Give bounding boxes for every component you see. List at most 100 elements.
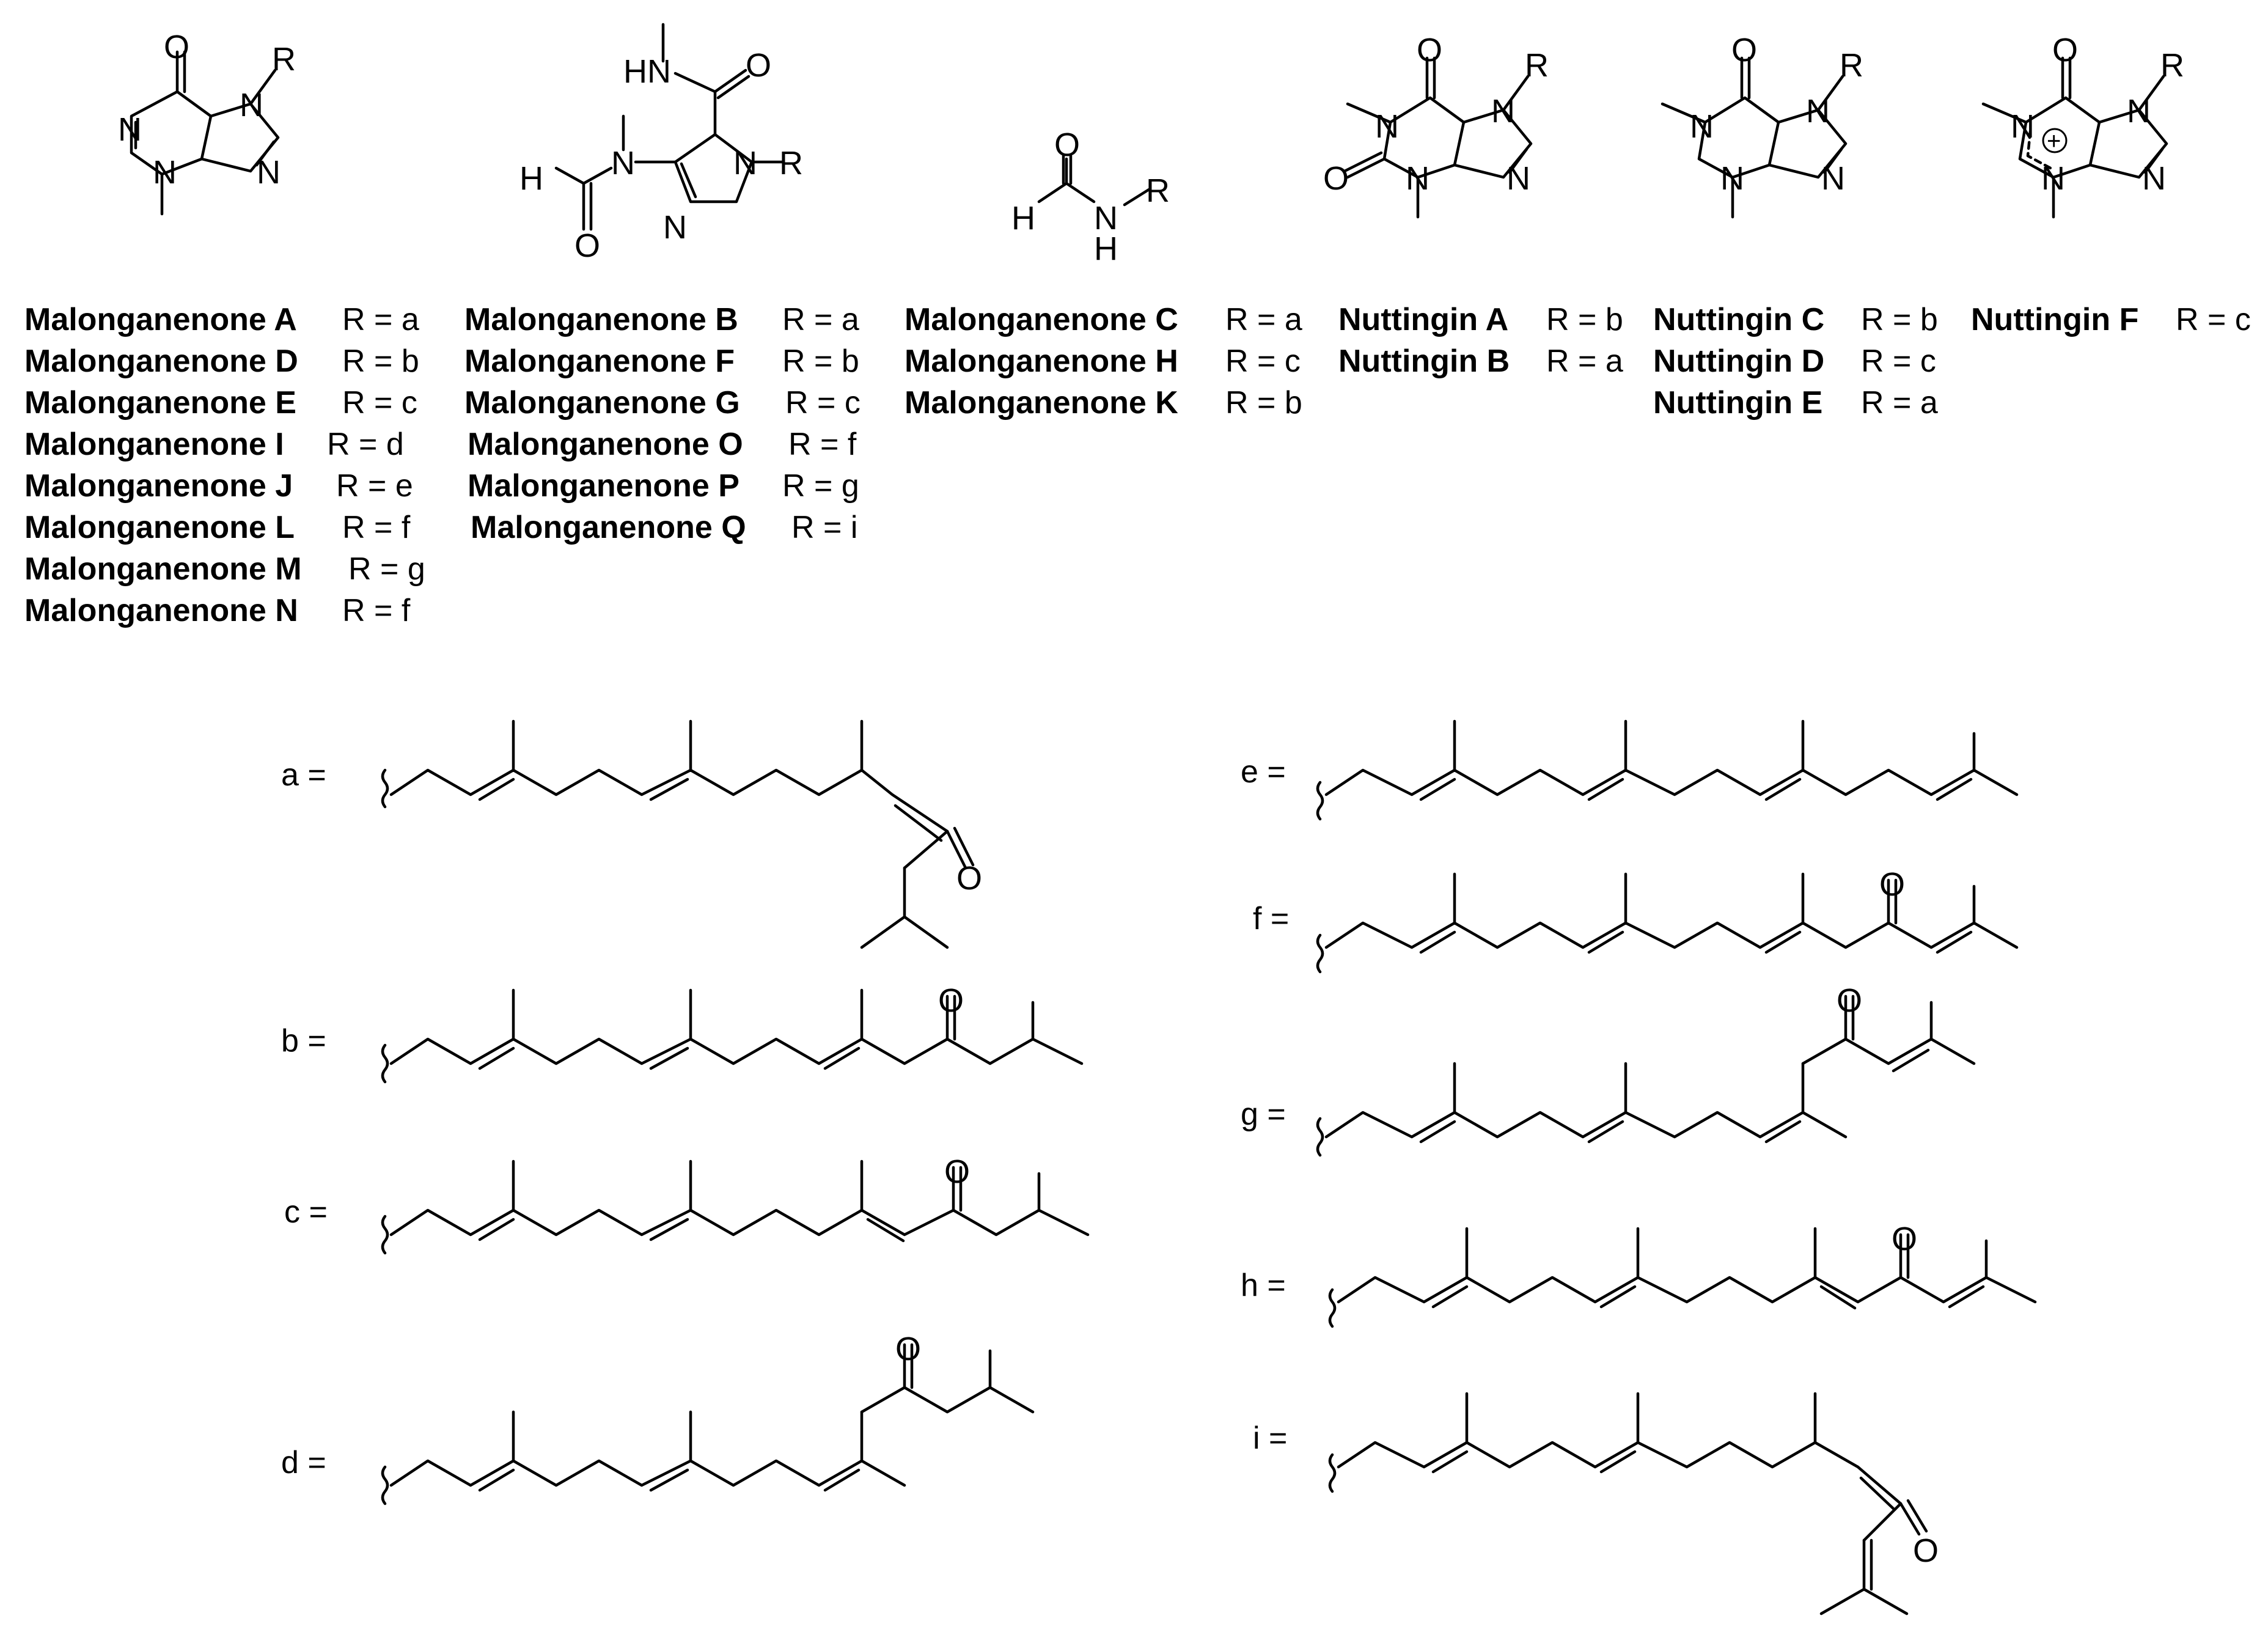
atom-label: O — [956, 860, 982, 897]
atom-label: N — [2142, 160, 2166, 197]
compound-r-value: R = a — [1861, 385, 1938, 421]
atom-label: N — [2127, 93, 2151, 130]
atom-label: H — [1094, 230, 1118, 267]
compound-name: Malonganenone A — [24, 302, 297, 337]
atom-label: O — [574, 227, 600, 264]
compound-r-value: R = c — [1225, 344, 1301, 379]
compound-r-value: R = c — [785, 385, 861, 421]
side-chain-label-h: h = — [1241, 1268, 1286, 1303]
compound-r-value: R = f — [788, 427, 857, 462]
compound-r-value: R = a — [1225, 302, 1302, 337]
atom-label: N — [611, 145, 635, 182]
structure-dihydropurinone: O R N N N N — [1661, 32, 1863, 219]
side-chain-h: O — [1328, 1221, 2037, 1328]
compound-name: Malonganenone O — [468, 427, 743, 462]
compound-r-value: R = a — [782, 302, 859, 337]
compound-name: Malonganenone M — [24, 551, 302, 587]
compound-r-value: R = i — [791, 510, 857, 545]
compound-name: Nuttingin A — [1338, 302, 1508, 337]
atom-label: O — [938, 982, 964, 1019]
compound-name: Malonganenone L — [24, 510, 295, 545]
compound-r-value: R = b — [1861, 302, 1938, 337]
atom-label: O — [746, 47, 771, 84]
atom-label: N — [2041, 160, 2065, 197]
atom-label: R — [272, 41, 296, 78]
side-chain-label-b: b = — [281, 1023, 326, 1059]
side-chain-label-e: e = — [1241, 754, 1286, 790]
atom-label: N — [240, 87, 263, 123]
structure-formamide: O H N H R — [1011, 127, 1170, 267]
atom-label: O — [1417, 32, 1442, 68]
side-chain-i: O — [1328, 1392, 1939, 1615]
atom-label: R — [1525, 47, 1549, 84]
atom-label: N — [1375, 108, 1399, 145]
side-chain-c: O — [381, 1153, 1090, 1255]
compound-name: Malonganenone E — [24, 385, 296, 421]
compound-name: Nuttingin E — [1653, 385, 1822, 421]
compound-name: Malonganenone P — [468, 468, 739, 504]
side-chain-labels: a = b = c = d = e = f = g = h = i = — [281, 754, 1289, 1480]
side-chain-d: O — [381, 1331, 1035, 1505]
compound-name: Malonganenone F — [464, 344, 735, 379]
atom-label: N — [1406, 160, 1429, 197]
side-chain-b: O — [381, 982, 1084, 1084]
atom-label: N — [1720, 160, 1744, 197]
atom-label: O — [1913, 1532, 1939, 1569]
side-chain-f: O — [1316, 866, 2019, 974]
atom-label: N — [1821, 160, 1845, 197]
compound-r-value: R = c — [2176, 302, 2251, 337]
compound-name: Nuttingin D — [1653, 344, 1824, 379]
atom-label: N — [663, 209, 687, 246]
compound-r-value: R = a — [342, 302, 419, 337]
compound-name: Malonganenone I — [24, 427, 284, 462]
atom-label: H — [519, 160, 543, 197]
compound-r-value: R = b — [1225, 385, 1302, 421]
atom-label: O — [2052, 32, 2078, 68]
compound-r-value: R = b — [782, 344, 859, 379]
compound-r-value: R = c — [342, 385, 417, 421]
compound-r-value: R = f — [342, 510, 411, 545]
atom-label: O — [1731, 32, 1757, 68]
side-chain-a: O — [381, 719, 982, 949]
compound-r-value: R = g — [348, 551, 425, 587]
compound-name: Malonganenone D — [24, 344, 298, 379]
compound-r-value: R = a — [1546, 344, 1623, 379]
atom-label: N — [1506, 160, 1530, 197]
atom-label: N — [153, 154, 177, 191]
compound-name: Malonganenone H — [905, 344, 1178, 379]
side-chain-label-d: d = — [281, 1445, 326, 1480]
atom-label: O — [1054, 127, 1080, 163]
atom-label: N — [257, 154, 281, 191]
side-chain-label-f: f = — [1253, 901, 1289, 936]
side-chain-label-i: i = — [1253, 1421, 1287, 1456]
atom-label: O — [1837, 982, 1862, 1019]
side-chain-label-g: g = — [1241, 1097, 1286, 1132]
compound-name: Malonganenone N — [24, 593, 298, 628]
atom-label: O — [1323, 160, 1349, 197]
compound-name: Malonganenone K — [905, 385, 1178, 421]
compound-r-value: R = d — [327, 427, 404, 462]
atom-label: R — [1146, 172, 1170, 209]
side-chain-e — [1316, 719, 2019, 821]
atom-label: R — [2160, 47, 2184, 84]
compound-r-value: R = b — [1546, 302, 1623, 337]
compound-r-value: R = c — [1861, 344, 1936, 379]
atom-label: N — [1806, 93, 1830, 130]
atom-label: H — [1011, 200, 1035, 237]
atom-label: N — [2011, 108, 2035, 145]
atom-label: O — [164, 29, 189, 65]
compound-name: Malonganenone C — [905, 302, 1178, 337]
compound-table: Malonganenone A R = a Malonganenone D R = … — [24, 302, 2251, 628]
atom-label: N — [1491, 93, 1515, 130]
atom-label: N — [733, 145, 757, 182]
compound-r-value: R = f — [342, 593, 411, 628]
compound-name: Nuttingin F — [1971, 302, 2138, 337]
structure-imidazole-carboxamide: HN O H N O N N R — [519, 23, 803, 264]
side-chain-label-a: a = — [281, 757, 326, 793]
compound-name: Malonganenone G — [464, 385, 740, 421]
atom-label: R — [779, 145, 803, 182]
side-chain-g: O — [1316, 982, 1976, 1157]
compound-r-value: R = e — [336, 468, 413, 504]
compound-r-value: R = b — [342, 344, 419, 379]
